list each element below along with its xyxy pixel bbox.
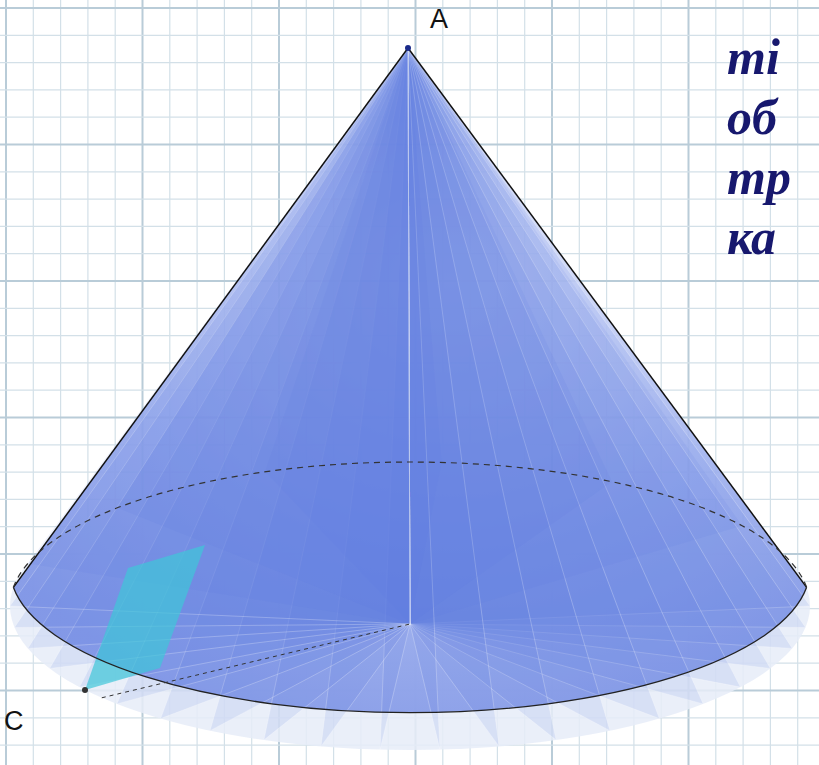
point-label: A [430, 6, 448, 33]
text-fragment: об [727, 92, 777, 142]
text-fragment: ка [727, 212, 776, 262]
text-fragment: тр [727, 152, 791, 202]
rotated-triangles [10, 48, 810, 750]
text-fragment: ті [727, 32, 780, 82]
cone [10, 45, 810, 750]
point-label: C [4, 708, 24, 735]
